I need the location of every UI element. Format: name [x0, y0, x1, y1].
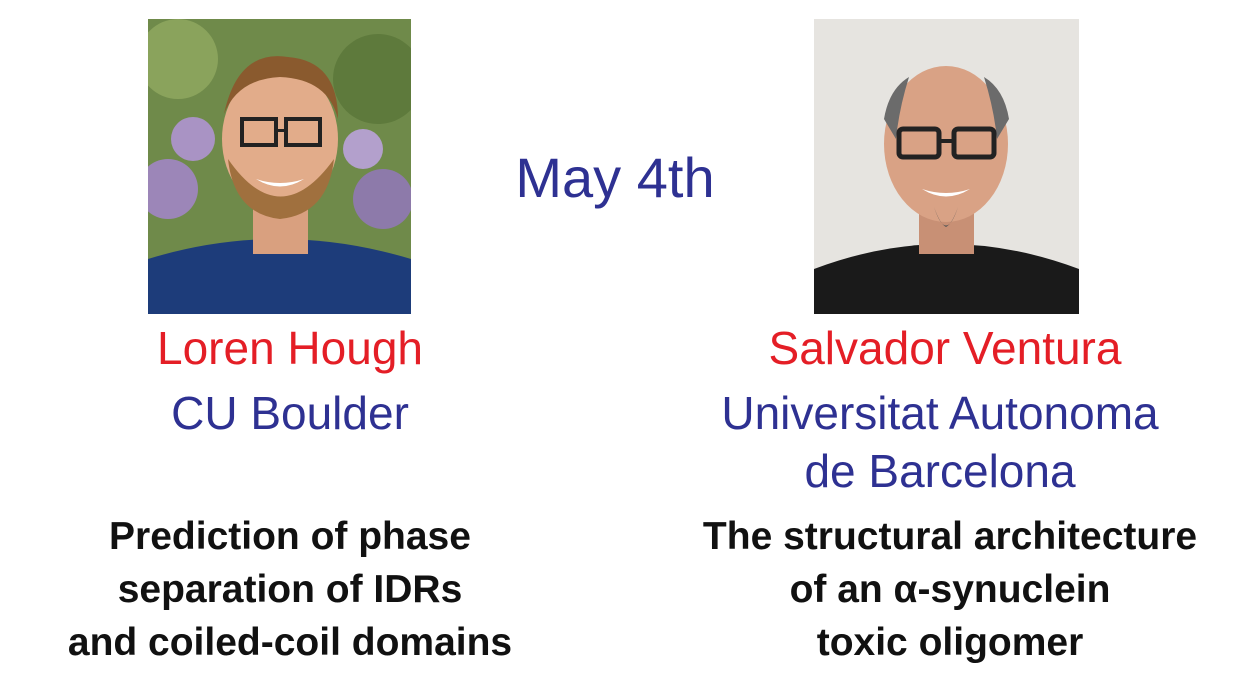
talk-title-line: The structural architecture — [702, 515, 1198, 558]
talk-title-line: of an α-synuclein — [789, 568, 1111, 611]
affiliation-line: CU Boulder — [171, 387, 409, 439]
speaker-photo-salvador-ventura — [814, 19, 1079, 314]
talk-title-line: separation of IDRs — [117, 568, 463, 611]
talk-title-line: toxic oligomer — [816, 621, 1084, 664]
affiliation-line: de Barcelona — [804, 445, 1076, 497]
event-date: May 4th — [515, 146, 715, 209]
talk-title-line: and coiled-coil domains — [67, 621, 513, 664]
affiliation-line: Universitat Autonoma — [721, 387, 1159, 439]
talk-title-right: The structural architecture of an α-synu… — [660, 510, 1240, 669]
speaker-affiliation-left: CU Boulder — [90, 384, 490, 442]
talk-title-left: Prediction of phase separation of IDRs a… — [20, 510, 560, 669]
speaker-affiliation-right: Universitat Autonoma de Barcelona — [660, 384, 1220, 500]
speaker-name-right: Salvador Ventura — [768, 322, 1122, 374]
speaker-photo-loren-hough — [148, 19, 411, 314]
talk-title-line: Prediction of phase — [109, 515, 471, 558]
speaker-name-left: Loren Hough — [157, 322, 423, 374]
